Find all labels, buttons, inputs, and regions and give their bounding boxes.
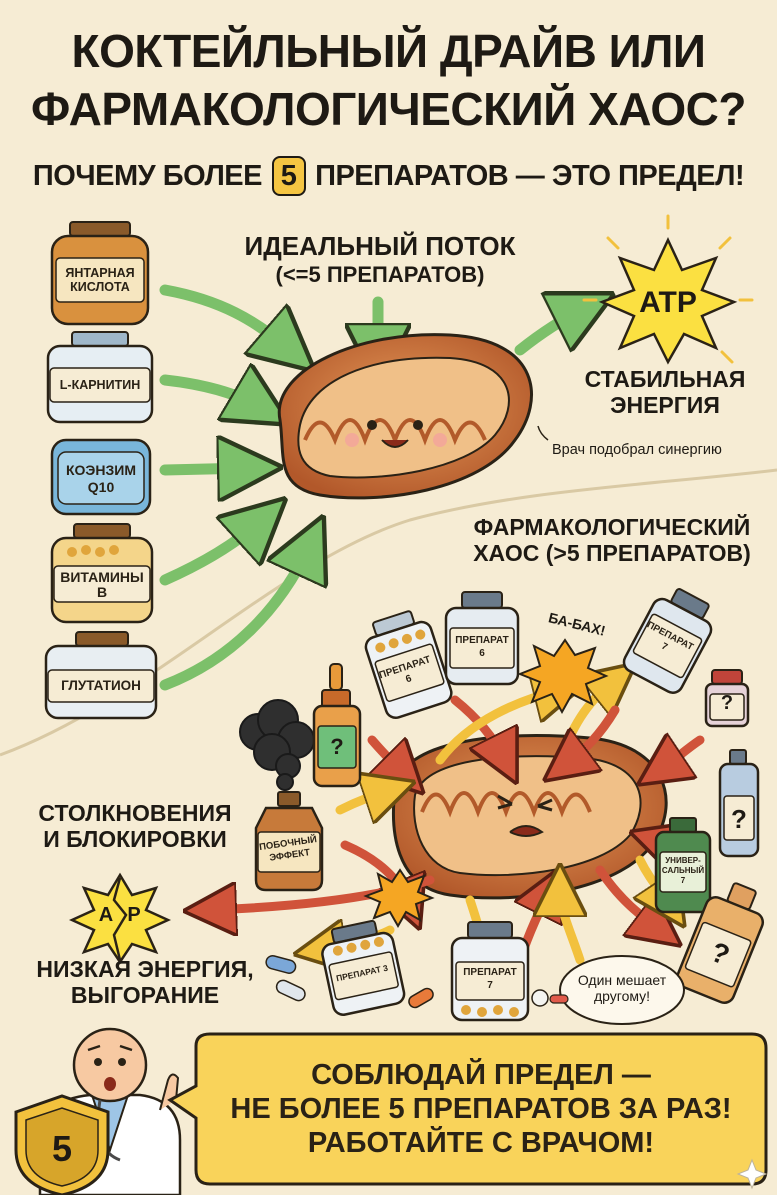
prep-6b-line1: ПРЕПАРАТ	[455, 635, 509, 646]
prep-6b-label: ПРЕПАРАТ 6	[450, 634, 514, 660]
subtitle-before: ПОЧЕМУ БОЛЕЕ	[32, 160, 263, 192]
ideal-flow-title-line2: (<=5 ПРЕПАРАТОВ)	[275, 261, 485, 287]
prep-7b-label: ПРЕПАРАТ 7	[456, 966, 524, 992]
mystery-vial-right	[718, 749, 760, 858]
atp-starburst	[582, 214, 754, 365]
jar-prep-6a	[364, 610, 453, 720]
collisions-line2: И БЛОКИРОВКИ	[43, 826, 227, 853]
jar-glutathione	[44, 631, 158, 720]
jar-prep-7b	[450, 921, 530, 1022]
prep-7b-line1: ПРЕПАРАТ	[463, 967, 517, 978]
jar-label-line1: ГЛУТАТИОН	[61, 678, 141, 693]
broken-atp-starburst	[68, 872, 172, 965]
explosion-burst-top	[517, 638, 609, 715]
stressed-mitochondria	[392, 734, 668, 900]
jar-label-l-carnitine: L-КАРНИТИН	[50, 378, 150, 392]
ideal-flow-title: ИДЕАЛЬНЫЙ ПОТОК (<=5 ПРЕПАРАТОВ)	[220, 231, 540, 287]
interference-line1: Один мешает	[577, 972, 667, 988]
jar-coenzyme-q10	[50, 438, 152, 516]
small-jar-question-mark: ?	[720, 692, 734, 714]
jar-label-line1: ЯНТАРНАЯ	[65, 266, 135, 280]
stable-energy-label: СТАБИЛЬНАЯ ЭНЕРГИЯ	[560, 366, 770, 419]
scattered-pills	[265, 955, 569, 1009]
chaos-title: ФАРМАКОЛОГИЧЕСКИЙ ХАОС (>5 ПРЕПАРАТОВ)	[452, 514, 772, 567]
jar-amber-succinic-acid	[50, 221, 150, 326]
jar-label-line1: КОЭНЗИМ	[66, 462, 136, 478]
vial-question-mark: ?	[731, 804, 747, 834]
interference-text: Один мешает другому!	[560, 972, 684, 1004]
interference-bubble	[559, 955, 685, 1025]
jar-label-line2: Q10	[87, 479, 115, 495]
universal-line1: УНИВЕР-	[665, 856, 701, 865]
footer-line1: СОБЛЮДАЙ ПРЕДЕЛ —	[311, 1059, 651, 1091]
jar-label-vitamins-b: ВИТАМИНЫ В	[54, 570, 150, 600]
page-title-line2: ФАРМАКОЛОГИЧЕСКИЙ ХАОС?	[31, 83, 746, 135]
jar-label-coenzyme-q10: КОЭНЗИМ Q10	[58, 462, 144, 496]
bottle-prep-6b	[444, 591, 520, 686]
bottle-prep-7a	[622, 588, 713, 694]
sparkle-icon	[736, 1158, 768, 1190]
ideal-flow-title-line1: ИДЕАЛЬНЫЙ ПОТОК	[244, 231, 516, 261]
jar-l-carnitine	[46, 331, 154, 424]
mystery-bottle-bottom-right	[675, 882, 765, 1004]
happy-mitochondria	[277, 333, 533, 500]
prep-6b-line2: 6	[479, 648, 485, 659]
low-energy-line2: ВЫГОРАНИЕ	[70, 982, 220, 1009]
page-subtitle: ПОЧЕМУ БОЛЕЕ 5 ПРЕПАРАТОВ — ЭТО ПРЕДЕЛ!	[0, 156, 777, 196]
collisions-line1: СТОЛКНОВЕНИЯ	[38, 800, 232, 826]
universal-line3: 7	[680, 876, 686, 885]
broken-atp-right: P	[127, 904, 141, 926]
low-energy-line1: НИЗКАЯ ЭНЕРГИЯ,	[36, 956, 254, 982]
prep-7b-line2: 7	[487, 980, 493, 991]
jar-prep-3	[321, 919, 406, 1016]
jar-label-succinic-acid: ЯНТАРНАЯ КИСЛОТА	[56, 266, 144, 294]
chaos-title-line1: ФАРМАКОЛОГИЧЕСКИЙ	[473, 514, 751, 540]
small-mystery-jar	[704, 669, 750, 728]
stable-energy-line2: ЭНЕРГИЯ	[610, 392, 720, 419]
explosion-burst-left	[363, 868, 435, 929]
jar-label-line2: В	[96, 584, 108, 600]
footer-speech-bubble	[167, 1032, 768, 1186]
low-energy-label: НИЗКАЯ ЭНЕРГИЯ, ВЫГОРАНИЕ	[20, 956, 270, 1009]
shield-number: 5	[51, 1128, 73, 1169]
collisions-label: СТОЛКНОВЕНИЯ И БЛОКИРОВКИ	[30, 800, 240, 853]
subtitle-after: ПРЕПАРАТОВ — ЭТО ПРЕДЕЛ!	[315, 160, 745, 192]
doctor-synergy-note: Врач подобрал синергию	[552, 442, 722, 458]
chaos-title-line2: ХАОС (>5 ПРЕПАРАТОВ)	[473, 540, 751, 567]
jar-label-line1: L-КАРНИТИН	[59, 378, 141, 392]
stable-energy-line1: СТАБИЛЬНАЯ	[584, 366, 746, 392]
jar-label-line1: ВИТАМИНЫ	[60, 569, 144, 585]
jar-label-glutathione: ГЛУТАТИОН	[48, 679, 154, 693]
footer-line2: НЕ БОЛЕЕ 5 ПРЕПАРАТОВ ЗА РАЗ!	[230, 1093, 732, 1125]
mystery-dropper-bottle	[312, 663, 362, 788]
jar-vitamins-b	[50, 523, 154, 624]
broken-atp-left: A	[98, 904, 114, 926]
subtitle-number-badge: 5	[271, 156, 306, 196]
interference-line2: другому!	[593, 988, 651, 1005]
footer-message: СОБЛЮДАЙ ПРЕДЕЛ — НЕ БОЛЕЕ 5 ПРЕПАРАТОВ …	[200, 1058, 762, 1160]
footer-line3: РАБОТАЙТЕ С ВРАЧОМ!	[307, 1127, 655, 1159]
dropper-question-mark: ?	[330, 734, 344, 759]
jar-label-line2: КИСЛОТА	[70, 280, 130, 294]
doctor-note-pointer	[537, 425, 549, 441]
page-title-line1: КОКТЕЙЛЬНЫЙ ДРАЙВ ИЛИ	[71, 25, 706, 77]
ideal-flow-arrows	[159, 284, 585, 691]
side-effect-bottle	[254, 791, 324, 892]
atp-label: ATP	[639, 286, 697, 319]
universal-bottle	[654, 817, 712, 914]
universal-label: УНИВЕР- САЛЬНЫЙ 7	[660, 856, 706, 886]
universal-line2: САЛЬНЫЙ	[661, 866, 705, 875]
smoke-cloud	[239, 699, 315, 791]
